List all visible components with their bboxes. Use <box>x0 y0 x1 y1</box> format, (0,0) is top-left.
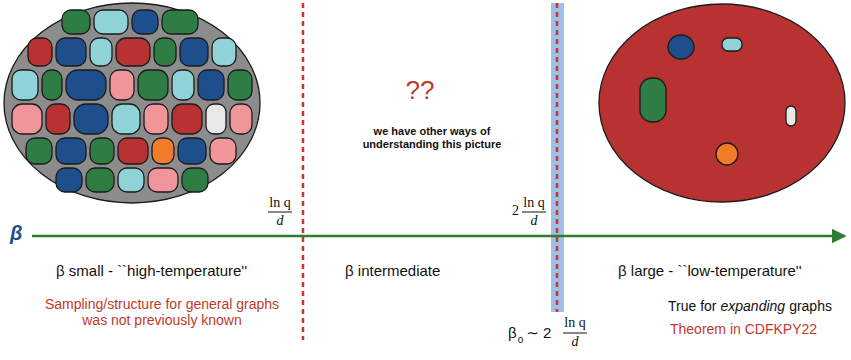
threshold-line <box>302 3 305 340</box>
critical-band <box>551 3 564 312</box>
regime-note: True for <box>668 298 717 314</box>
regime-note: expanding <box>721 298 786 314</box>
fraction-bar <box>522 212 546 213</box>
threshold-line <box>556 3 559 312</box>
beta-symbol: β <box>508 324 517 341</box>
relation: ∼ 2 <box>526 324 551 341</box>
beta-axis <box>32 235 845 238</box>
citation: Theorem in CDFKPY22 <box>670 321 817 337</box>
note: we have other ways of understanding this… <box>337 125 527 150</box>
subscript: o <box>518 334 524 346</box>
question-marks: ?? <box>406 76 435 106</box>
fraction-coefficient: 2 <box>512 203 519 219</box>
fraction-denominator: d <box>277 213 284 229</box>
fraction-bar <box>268 212 292 213</box>
regime-label: β intermediate <box>345 262 440 279</box>
regime-label: β large - ``low-temperature'' <box>618 262 802 279</box>
axis-symbol: β <box>10 222 22 245</box>
fraction-denominator: d <box>572 334 579 350</box>
fraction-denominator: d <box>531 213 538 229</box>
high-temperature-blob <box>4 3 260 203</box>
low-temperature-blob <box>599 4 845 202</box>
regime-label: β small - ``high-temperature'' <box>56 262 247 279</box>
fraction-numerator: ln q <box>564 315 585 331</box>
fraction-bar <box>563 333 587 334</box>
regime-note: graphs <box>789 298 832 314</box>
fraction-numerator: ln q <box>269 195 290 211</box>
fraction-numerator: ln q <box>523 195 544 211</box>
regime-note: Sampling/structure for general graphs wa… <box>45 296 280 328</box>
